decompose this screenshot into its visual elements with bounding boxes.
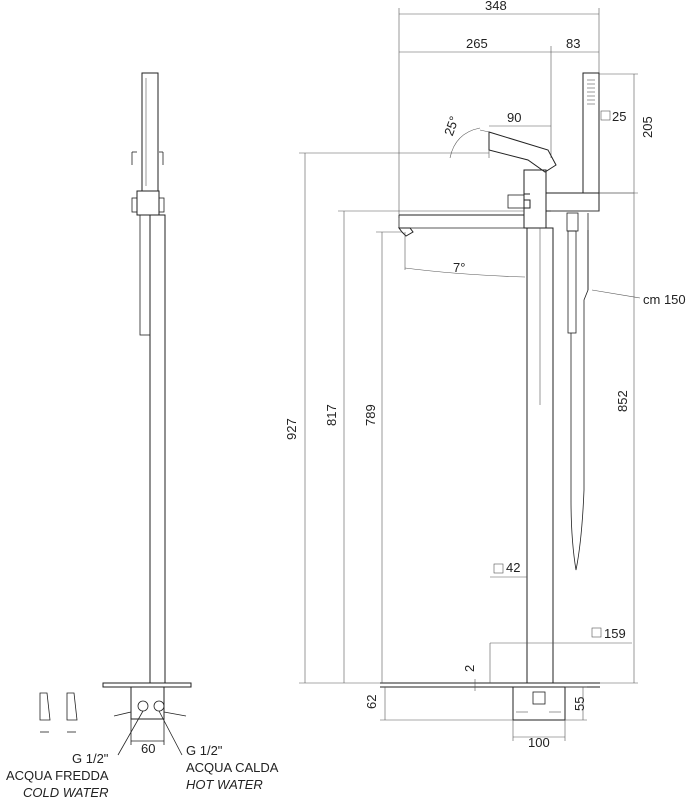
cold-english-label: COLD WATER: [23, 785, 108, 800]
dim-lever-angle: 25°: [441, 114, 462, 138]
dim-depth-62: 62: [364, 695, 379, 709]
mixer-body: [523, 169, 547, 229]
dim-base-thickness: 2: [462, 665, 477, 672]
spout-body: [399, 193, 531, 216]
dim-spout-angle: 7°: [453, 260, 465, 275]
dim-column-square: 42: [506, 560, 520, 575]
dim-overall-width: 348: [485, 0, 507, 13]
dim-spout-reach: 265: [466, 36, 488, 51]
dim-hose-length: cm 150: [643, 292, 686, 307]
handshower: [582, 72, 600, 194]
base-block: [512, 686, 566, 721]
side-base-block: [130, 686, 165, 720]
side-hose-handle: [139, 214, 151, 336]
hot-thread-label: G 1/2": [186, 743, 223, 758]
dim-handshower-height: 205: [640, 116, 655, 138]
cold-inlet: [137, 700, 149, 712]
dim-height-789: 789: [363, 404, 378, 426]
side-view: 60: [102, 72, 192, 756]
dim-lever-length: 90: [507, 110, 521, 125]
dim-base-width: 100: [528, 735, 550, 750]
lever: [488, 131, 557, 173]
hot-english-label: HOT WATER: [186, 777, 263, 792]
cold-italian-label: ACQUA FREDDA: [6, 768, 109, 783]
shower-holder: [545, 192, 600, 212]
dim-height-817: 817: [324, 404, 339, 426]
dim-handshower-offset: 83: [566, 36, 580, 51]
flex-hoses: [39, 692, 78, 733]
dim-pipe-spacing: 60: [141, 741, 155, 756]
side-holder: [136, 190, 160, 216]
side-base-plate: [102, 682, 192, 688]
front-view: 348 265 83 90 25°: [284, 0, 686, 750]
dim-total-height: 927: [284, 418, 299, 440]
side-handshower: [141, 72, 159, 192]
hose: [570, 230, 589, 571]
hot-italian-label: ACQUA CALDA: [186, 760, 279, 775]
dim-handshower-square: 25: [612, 109, 626, 124]
dim-height-852: 852: [615, 390, 630, 412]
side-column: [149, 214, 166, 684]
hose-handle: [566, 212, 579, 232]
hot-inlet: [153, 700, 165, 712]
spray-holes: [587, 79, 595, 105]
dim-depth-55: 55: [572, 697, 587, 711]
dim-base-square: 159: [604, 626, 626, 641]
spout-outlet: [398, 227, 414, 237]
cold-thread-label: G 1/2": [72, 751, 109, 766]
